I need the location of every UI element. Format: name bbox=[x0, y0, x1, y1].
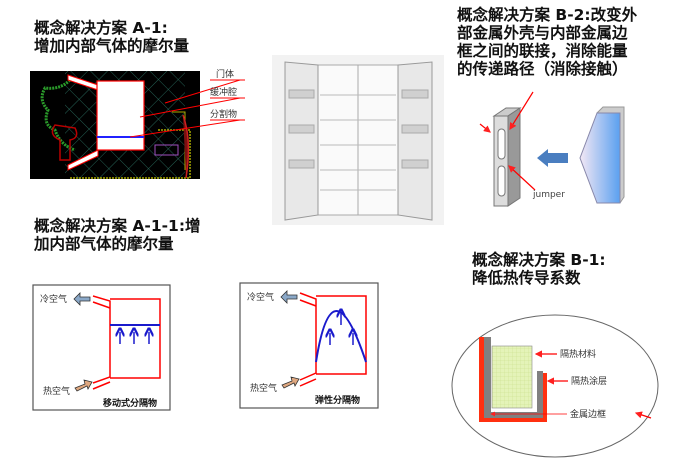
label-insulation-material: 隔热材料 bbox=[560, 348, 596, 360]
a11-elastic-divider-diagram: 冷空气 热空气 弹性分隔物 bbox=[239, 282, 379, 409]
label-insulation-coating: 隔热涂层 bbox=[571, 375, 607, 387]
hot-air-label: 热空气 bbox=[43, 385, 70, 397]
label-metal-frame: 金属边框 bbox=[570, 408, 606, 420]
title-a11: 概念解决方案 A-1-1:增 加内部气体的摩尔量 bbox=[34, 217, 201, 253]
b2-jumper-diagram: jumper bbox=[479, 91, 625, 207]
label-divider: 分割物 bbox=[210, 108, 237, 120]
movable-divider-caption: 移动式分隔物 bbox=[103, 397, 157, 409]
title-a1: 概念解决方案 A-1: 增加内部气体的摩尔量 bbox=[34, 19, 190, 55]
cold-air-label: 冷空气 bbox=[40, 293, 67, 305]
fridge-photo bbox=[272, 55, 444, 225]
elastic-divider-caption: 弹性分隔物 bbox=[315, 394, 360, 406]
title-b1: 概念解决方案 B-1: 降低热传导系数 bbox=[472, 251, 606, 287]
hot-air-label: 热空气 bbox=[250, 382, 277, 394]
a11-movable-divider-diagram: 冷空气 热空气 移动式分隔物 bbox=[32, 284, 171, 411]
b1-insulation-diagram: 隔热材料 隔热涂层 金属边框 bbox=[451, 314, 659, 458]
jumper-label: jumper bbox=[532, 190, 565, 200]
title-b2: 概念解决方案 B-2:改变外 部金属外壳与内部金属边 框之间的联接，消除能量 的… bbox=[457, 6, 638, 78]
cold-air-label: 冷空气 bbox=[247, 291, 274, 303]
a1-door-diagram: 门体 缓冲腔 分割物 bbox=[30, 68, 245, 179]
label-door: 门体 bbox=[216, 68, 234, 80]
label-buffer-cavity: 缓冲腔 bbox=[210, 86, 237, 98]
